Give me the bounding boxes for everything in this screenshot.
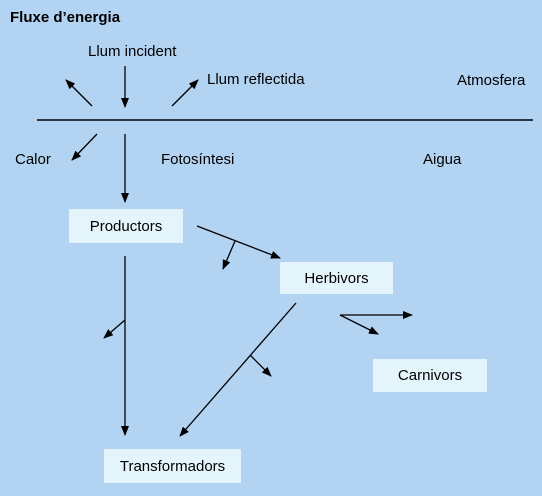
incident-light-label: Llum incident [88,43,177,60]
producers-herbivores-loss-arrow [222,240,236,270]
producers-to-herbivores-arrow [196,225,281,259]
herbivores-loss-arrow [339,314,379,335]
herbivores-transformers-loss-arrow [249,354,272,377]
producers-node: Productors [69,209,183,243]
water-label: Aigua [423,151,462,168]
reflection-right-arrow [171,79,199,107]
reflection-left-arrow [65,79,93,107]
diagram-title: Fluxe d’energia [10,9,121,26]
herbivores-node: Herbivors [280,262,393,294]
heat-arrow [71,133,98,161]
transformers-node: Transformadors [104,449,241,483]
heat-label: Calor [15,151,51,168]
producers-loss-arrow [103,319,126,339]
atmosphere-label: Atmosfera [457,72,526,89]
reflected-light-label: Llum reflectida [207,71,305,88]
herbivores-to-transformers-arrow [179,302,297,437]
carnivores-node: Carnivors [373,359,487,392]
photosynthesis-label: Fotosíntesi [161,151,235,168]
